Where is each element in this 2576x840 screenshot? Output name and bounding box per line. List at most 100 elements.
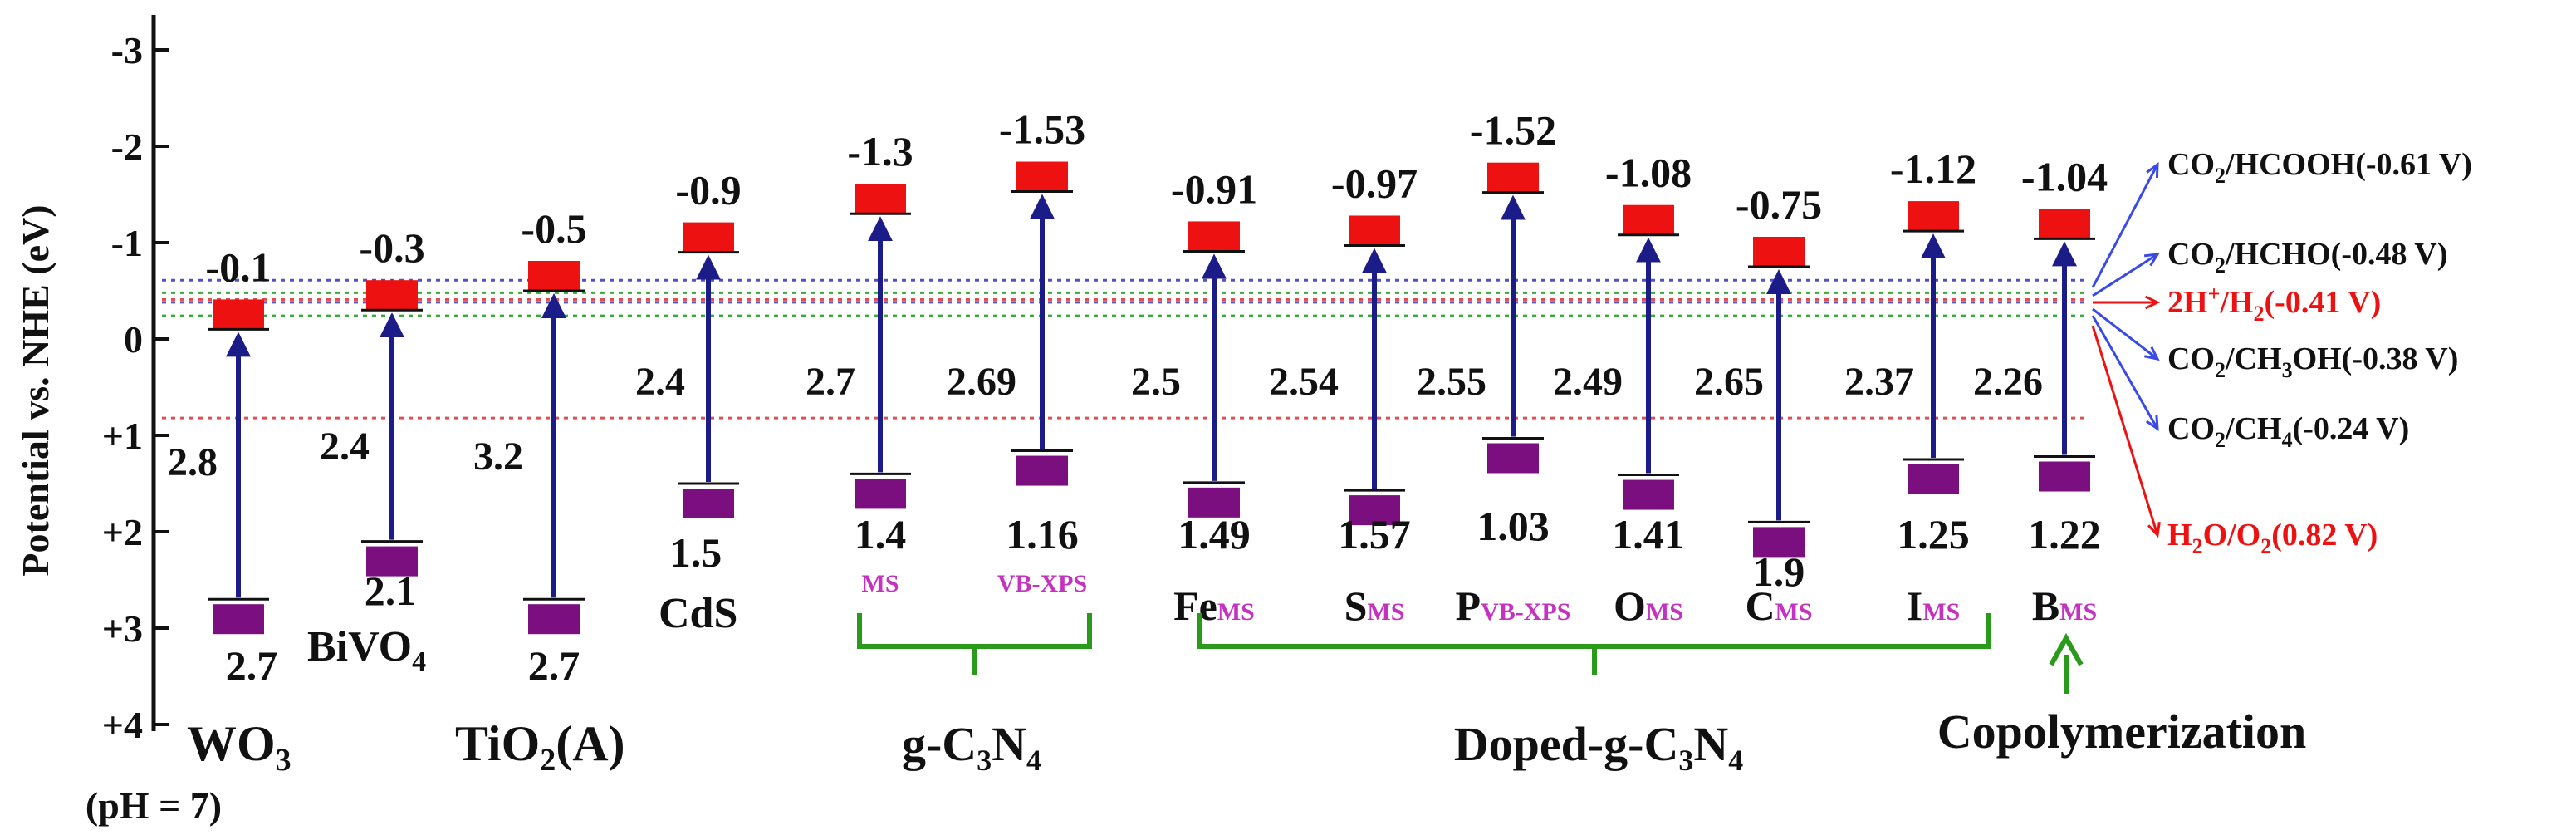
vb-label-bivo4: 2.1	[365, 567, 417, 614]
doped-bracket	[1197, 613, 1991, 675]
redox-label-part: CO	[2167, 237, 2215, 272]
cb-block-gcn-vbxps	[1016, 161, 1068, 192]
ph-note: (pH = 7)	[86, 784, 222, 827]
dopant-element-p: P	[1456, 582, 1481, 629]
materials: -0.12.82.7-0.32.42.1-0.53.22.7-0.92.41.5…	[168, 106, 2108, 689]
y-tick-label: -1	[111, 222, 143, 264]
group-label-gcn: g-C3N4	[902, 717, 1041, 777]
cb-block-fe	[1188, 221, 1240, 252]
gap-label-gcn-ms: 2.7	[806, 360, 855, 404]
vb-block-b	[2039, 461, 2090, 492]
redox-label: H2O/O2(0.82 V)	[2167, 518, 2378, 558]
vb-block-fe	[1188, 487, 1240, 518]
cb-label-b: -1.04	[2021, 153, 2108, 199]
vb-label-i: 1.25	[1897, 511, 1970, 558]
y-axis: Potential vs. NHE (eV) -3-2-10+1+2+3+4	[14, 15, 169, 746]
cb-block-o	[1623, 204, 1674, 235]
gap-label-i: 2.37	[1844, 360, 1914, 404]
vb-block-wo3	[213, 604, 264, 635]
gap-label-p: 2.55	[1417, 360, 1486, 404]
group-label-doped: Doped-g-C3N4	[1454, 717, 1744, 777]
gap-label-b: 2.26	[1973, 360, 2043, 404]
redox-connector	[2091, 315, 2159, 430]
redox-label-part: CO	[2167, 341, 2215, 376]
redox-label-sub: 2	[2215, 428, 2226, 452]
redox-connector-head	[2144, 346, 2160, 361]
cb-label-tio2: -0.5	[521, 205, 586, 252]
vb-label-cds: 1.5	[670, 529, 722, 576]
redox-label-sub: 4	[2282, 428, 2293, 452]
redox-label: 2H+/H2(-0.41 V)	[2167, 282, 2381, 326]
redox-connector	[2092, 253, 2158, 297]
dopant-label-p: PVB-XPS	[1456, 582, 1571, 629]
redox-label-sub: 3	[2282, 358, 2293, 382]
dopant-label-s: SMS	[1344, 582, 1405, 629]
vb-block-gcn-ms	[855, 479, 906, 509]
gap-label-tio2: 3.2	[473, 435, 523, 479]
cb-label-bivo4: -0.3	[359, 224, 424, 271]
cb-label-gcn-ms: -1.3	[847, 128, 913, 174]
redox-label-part: /CH	[2225, 341, 2282, 376]
dopant-method-c: MS	[1775, 598, 1813, 626]
redox-label-part: CO	[2167, 147, 2215, 182]
redox-connector-head	[2146, 161, 2159, 179]
y-axis-ticks: -3-2-10+1+2+3+4	[102, 29, 169, 746]
redox-label-part: (0.82 V)	[2271, 518, 2378, 553]
dopant-element-o: O	[1614, 582, 1646, 629]
vb-label-b: 1.22	[2028, 511, 2101, 558]
vb-block-p	[1487, 443, 1539, 474]
dopant-method-p: VB-XPS	[1481, 598, 1570, 626]
cb-block-c	[1753, 237, 1805, 267]
method-label-gcn-vbxps: VB-XPS	[997, 570, 1087, 597]
cb-label-fe: -0.91	[1171, 165, 1257, 212]
dopant-element-i: I	[1907, 582, 1922, 629]
vb-label-tio2: 2.7	[528, 642, 580, 689]
cb-block-bivo4	[366, 280, 418, 311]
material-bivo4: -0.32.42.1	[320, 224, 425, 614]
material-names: WO3 BiVO4 TiO2(A) CdS	[187, 590, 737, 778]
redox-label-sub: 2	[2215, 164, 2226, 188]
material-cds: -0.92.41.5	[635, 167, 742, 576]
cb-block-s	[1349, 215, 1400, 246]
gap-label-fe: 2.5	[1131, 360, 1181, 404]
redox-label: CO2/HCOOH(-0.61 V)	[2167, 147, 2472, 188]
y-axis-title: Potential vs. NHE (eV)	[14, 204, 56, 576]
material-gcn-ms: -1.32.71.4MS	[806, 128, 913, 597]
redox-label-part: CO	[2167, 411, 2215, 446]
redox-label-sup: +	[2208, 282, 2221, 306]
vb-label-p: 1.03	[1477, 503, 1550, 549]
redox-reference-lines	[162, 278, 2084, 420]
dopant-method-i: MS	[1922, 598, 1960, 626]
cb-label-gcn-vbxps: -1.53	[999, 106, 1085, 153]
redox-label-sub: 2	[2215, 358, 2226, 382]
redox-connector-head	[2143, 253, 2160, 267]
material-wo3: -0.12.82.7	[168, 243, 277, 689]
cb-block-b	[2039, 209, 2090, 239]
vb-block-s	[1349, 495, 1400, 526]
gap-label-wo3: 2.8	[168, 440, 218, 484]
cb-block-gcn-ms	[855, 184, 906, 214]
redox-label-sub: 2	[2192, 534, 2203, 558]
y-tick-label: +1	[102, 415, 143, 457]
redox-connector-head	[2145, 415, 2159, 431]
redox-connector-arrows	[2091, 161, 2161, 538]
dopant-label-fe: FeMS	[1173, 582, 1255, 629]
gap-label-s: 2.54	[1269, 360, 1339, 404]
redox-label: CO2/CH4(-0.24 V)	[2167, 411, 2409, 452]
gap-label-cds: 2.4	[635, 360, 685, 404]
redox-label-part: /H	[2219, 285, 2253, 320]
material-name-bivo4: BiVO4	[307, 623, 426, 677]
dopant-element-fe: Fe	[1173, 582, 1217, 629]
y-tick-label: +4	[102, 704, 143, 746]
dopant-method-o: MS	[1646, 598, 1683, 626]
vb-label-gcn-vbxps: 1.16	[1006, 511, 1079, 558]
redox-label-sub: 2	[2215, 253, 2226, 278]
redox-label-part: (-0.41 V)	[2265, 285, 2382, 320]
material-name-cds: CdS	[659, 590, 737, 637]
